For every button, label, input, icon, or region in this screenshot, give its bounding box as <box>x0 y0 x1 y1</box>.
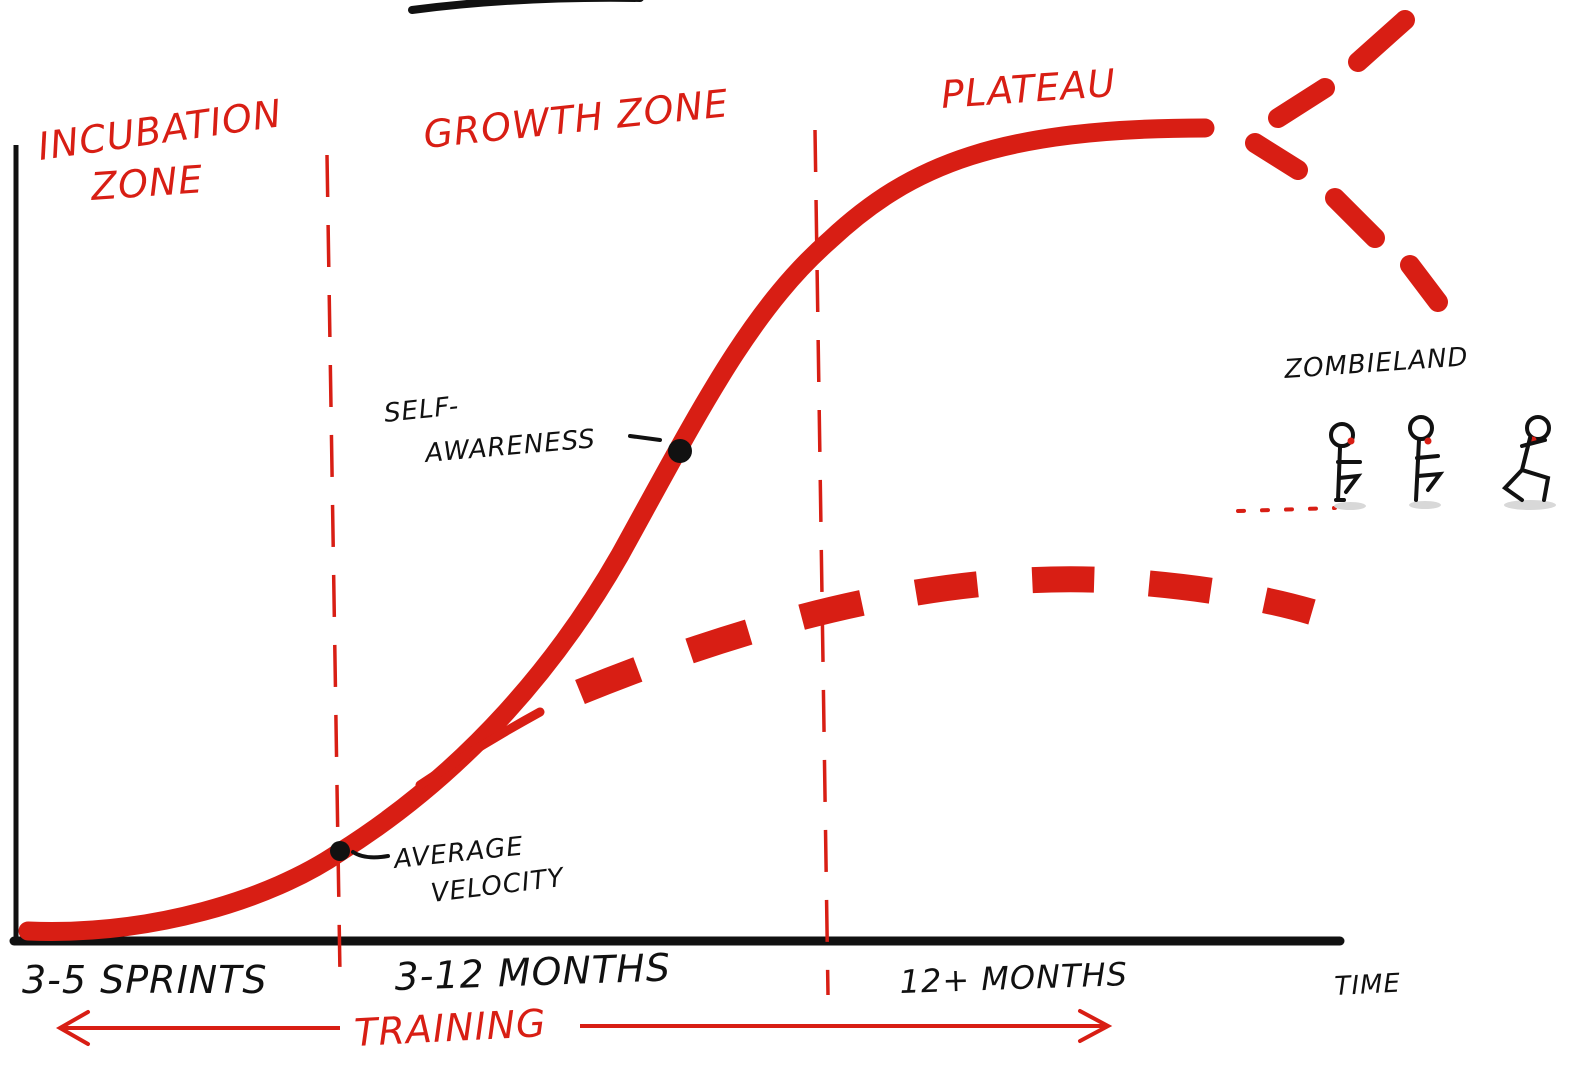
zombie-walking-icon <box>1408 415 1445 509</box>
axis-label-time: TIME <box>1334 969 1402 1002</box>
self-awareness-label-line1: SELF- <box>383 391 461 429</box>
incubation-zone-label-line2: ZONE <box>89 157 205 209</box>
zombie-crouching-icon <box>1501 415 1556 510</box>
training-label: TRAINING <box>353 1001 547 1055</box>
average-velocity-pointer <box>351 850 390 860</box>
growth-curve <box>18 118 1215 941</box>
self-awareness-pointer <box>628 434 662 442</box>
incubation-zone-label-line1: INCUBATION <box>35 91 285 169</box>
average-dashed-curve <box>575 566 1316 705</box>
divider-growth-plateau <box>813 129 830 996</box>
self-awareness-marker <box>668 439 692 463</box>
axis-label-12-plus-months: 12+ MONTHS <box>899 955 1129 1001</box>
zombieland-dotted-trail <box>1236 506 1337 513</box>
average-velocity-marker <box>330 841 350 861</box>
average-velocity-label-line2: VELOCITY <box>429 863 567 909</box>
zombieland-label: ZOMBIELAND <box>1282 342 1469 385</box>
average-branch-line <box>415 707 545 790</box>
plateau-label: PLATEAU <box>940 61 1118 117</box>
zombie-dash-down <box>1245 133 1448 312</box>
top-edge-stroke <box>408 0 644 14</box>
zombie-walking-icon <box>1329 422 1366 510</box>
axis-label-sprints: 3-5 SPRINTS <box>22 958 268 1002</box>
zombie-dash-up <box>1268 10 1415 128</box>
training-arrow <box>55 1009 1113 1046</box>
average-velocity-label-line1: AVERAGE <box>391 832 526 876</box>
growth-zone-label: GROWTH ZONE <box>421 81 730 157</box>
self-awareness-label-line2: AWARENESS <box>422 424 597 469</box>
axis-label-3-12-months: 3-12 MONTHS <box>394 945 672 999</box>
